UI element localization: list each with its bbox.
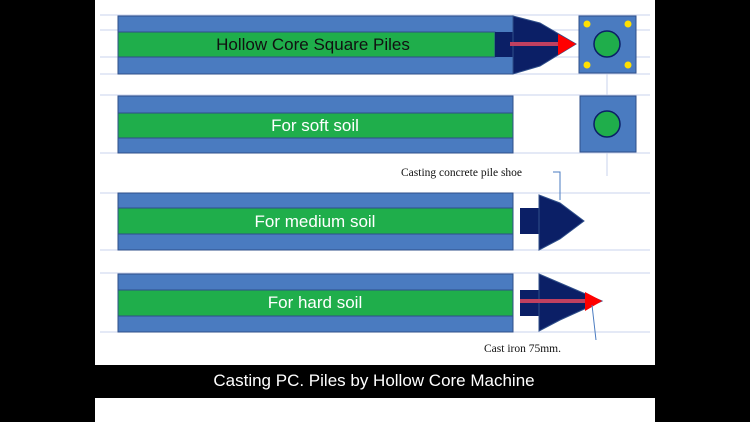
shoe-tip xyxy=(585,292,602,311)
bottom-white-strip xyxy=(95,398,655,422)
cast-iron-annotation: Cast iron 75mm. xyxy=(484,343,561,355)
bolt-icon xyxy=(624,61,632,69)
pile-core xyxy=(117,207,514,235)
pile-shoe-leader xyxy=(553,171,561,200)
row-label: For medium soil xyxy=(255,212,376,231)
shoe-rod xyxy=(520,299,588,303)
pile-hollow-core: Hollow Core Square Piles xyxy=(117,15,577,75)
cross-section-plain xyxy=(579,95,637,153)
bolt-icon xyxy=(624,20,632,28)
caption: Casting PC. Piles by Hollow Core Machine xyxy=(213,371,534,390)
shoe-medium xyxy=(520,194,585,251)
shoe-tip xyxy=(558,34,576,55)
hollow-core-circle xyxy=(593,30,621,58)
pile-medium-soil: For medium soil xyxy=(117,192,514,251)
cross-section-with-bolts xyxy=(578,15,637,74)
pile-core xyxy=(117,289,514,317)
bolt-icon xyxy=(583,61,591,69)
core-plug xyxy=(495,32,513,57)
row-label: For soft soil xyxy=(271,116,359,135)
pile-hard-soil: For hard soil xyxy=(117,273,514,333)
bolt-icon xyxy=(583,20,591,28)
pile-shoe-annotation: Casting concrete pile shoe xyxy=(401,167,522,179)
shoe-rod xyxy=(510,42,560,46)
row-label: Hollow Core Square Piles xyxy=(216,35,410,54)
row-label: For hard soil xyxy=(268,293,362,312)
cast-iron-leader xyxy=(591,304,597,341)
shoe-hard xyxy=(520,273,604,332)
hollow-core-circle xyxy=(593,110,621,138)
pile-core xyxy=(117,112,514,139)
pile-soft-soil: For soft soil xyxy=(117,95,514,154)
